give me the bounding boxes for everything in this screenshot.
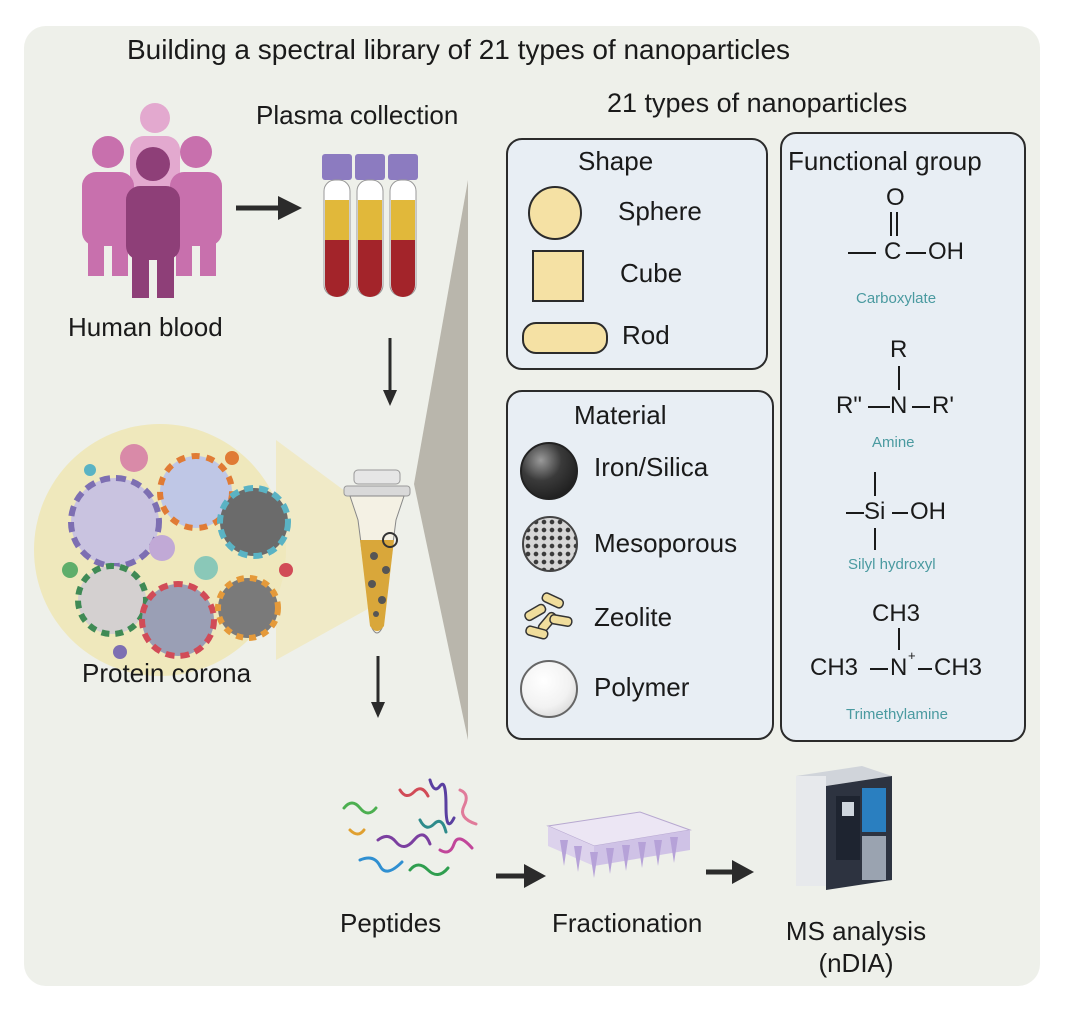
arrow-to-ms (706, 860, 754, 884)
figure-title: Building a spectral library of 21 types … (127, 34, 791, 65)
trimethylamine-right-bond (918, 668, 932, 670)
cube-shape-icon (532, 250, 584, 302)
amine-top-bond (898, 366, 900, 390)
amine-left-bond (868, 406, 890, 408)
material-iron-silica-label: Iron/Silica (594, 452, 709, 482)
material-zeolite-label: Zeolite (594, 602, 673, 632)
arrow-down-1 (383, 338, 397, 406)
amine-atom-r: R (890, 336, 908, 363)
arrow-to-plasma (236, 196, 302, 220)
amine-atom-n: N (890, 392, 908, 419)
trimethylamine-top-bond (898, 628, 900, 650)
carboxylate-double-bond-a (890, 212, 892, 236)
corona-zoom-cone (276, 440, 384, 660)
carboxylate-atom-c: C (884, 238, 902, 265)
trimethylamine-label: Trimethylamine (846, 706, 948, 723)
carboxylate-atom-o: O (886, 184, 905, 211)
arrow-to-fractionation (496, 864, 546, 888)
silyl-hydroxyl-label: Silyl hydroxyl (848, 556, 936, 573)
carboxylate-left-bond (848, 252, 876, 254)
sphere-shape-icon (528, 186, 582, 240)
mesoporous-icon (522, 516, 578, 572)
trimethylamine-atom-ch3-right: CH3 (934, 654, 983, 681)
ms-analysis-subtitle: (nDIA) (818, 948, 894, 978)
shape-box: Shape Sphere Cube Rod (506, 138, 768, 370)
silyl-atom-si: Si (864, 498, 886, 525)
shape-cube-label: Cube (620, 258, 683, 288)
carboxylate-label: Carboxylate (856, 290, 937, 307)
fractionation-plate-icon (546, 811, 692, 878)
eppendorf-tube-icon (343, 469, 411, 634)
carboxylate-atom-oh: OH (928, 238, 964, 265)
polymer-icon (520, 660, 578, 718)
amine-atom-r1: R' (932, 392, 954, 419)
shape-rod-label: Rod (622, 320, 670, 350)
arrow-down-2 (371, 656, 385, 718)
protein-corona-illustration (34, 424, 293, 676)
zeolite-icon (520, 588, 576, 644)
silyl-left-bond (846, 512, 864, 514)
trimethylamine-atom-ch3-left: CH3 (810, 654, 859, 681)
silyl-atom-oh: OH (910, 498, 946, 525)
nanoparticle-types-header: 21 types of nanoparticles (607, 88, 908, 118)
carboxylate-right-bond (906, 252, 926, 254)
silyl-right-bond (892, 512, 908, 514)
human-blood-label: Human blood (68, 312, 223, 342)
trimethylamine-atom-ch3-top: CH3 (872, 600, 921, 627)
material-box: Material Iron/Silica Mesoporous Zeolite … (506, 390, 774, 740)
protein-corona-label: Protein corona (82, 658, 252, 688)
peptides-label: Peptides (340, 908, 442, 938)
material-polymer-label: Polymer (594, 672, 690, 702)
shape-sphere-label: Sphere (618, 196, 702, 226)
functional-group-box: Functional group O C OH Carboxylate R R"… (780, 132, 1026, 742)
ms-analysis-label: MS analysis (785, 916, 927, 946)
zoom-wedge (414, 180, 468, 740)
fractionation-label: Fractionation (552, 908, 703, 938)
material-box-title: Material (574, 400, 667, 430)
amine-label: Amine (872, 434, 915, 451)
trimethylamine-charge: + (908, 648, 916, 663)
silyl-top-bond (874, 472, 876, 496)
iron-silica-icon (520, 442, 578, 500)
silyl-bottom-bond (874, 528, 876, 550)
plasma-tubes-icon (322, 154, 418, 297)
material-mesoporous-label: Mesoporous (594, 528, 738, 558)
functional-group-title: Functional group (788, 146, 982, 176)
plasma-collection-label: Plasma collection (256, 100, 459, 130)
trimethylamine-atom-n: N (890, 654, 908, 681)
rod-shape-icon (522, 322, 608, 354)
people-icon (82, 103, 222, 298)
trimethylamine-left-bond (870, 668, 888, 670)
amine-atom-r2: R" (836, 392, 862, 419)
carboxylate-double-bond-b (896, 212, 898, 236)
amine-right-bond (912, 406, 930, 408)
mass-spectrometer-icon (796, 766, 892, 890)
shape-box-title: Shape (578, 146, 654, 176)
peptides-icon (342, 778, 478, 876)
